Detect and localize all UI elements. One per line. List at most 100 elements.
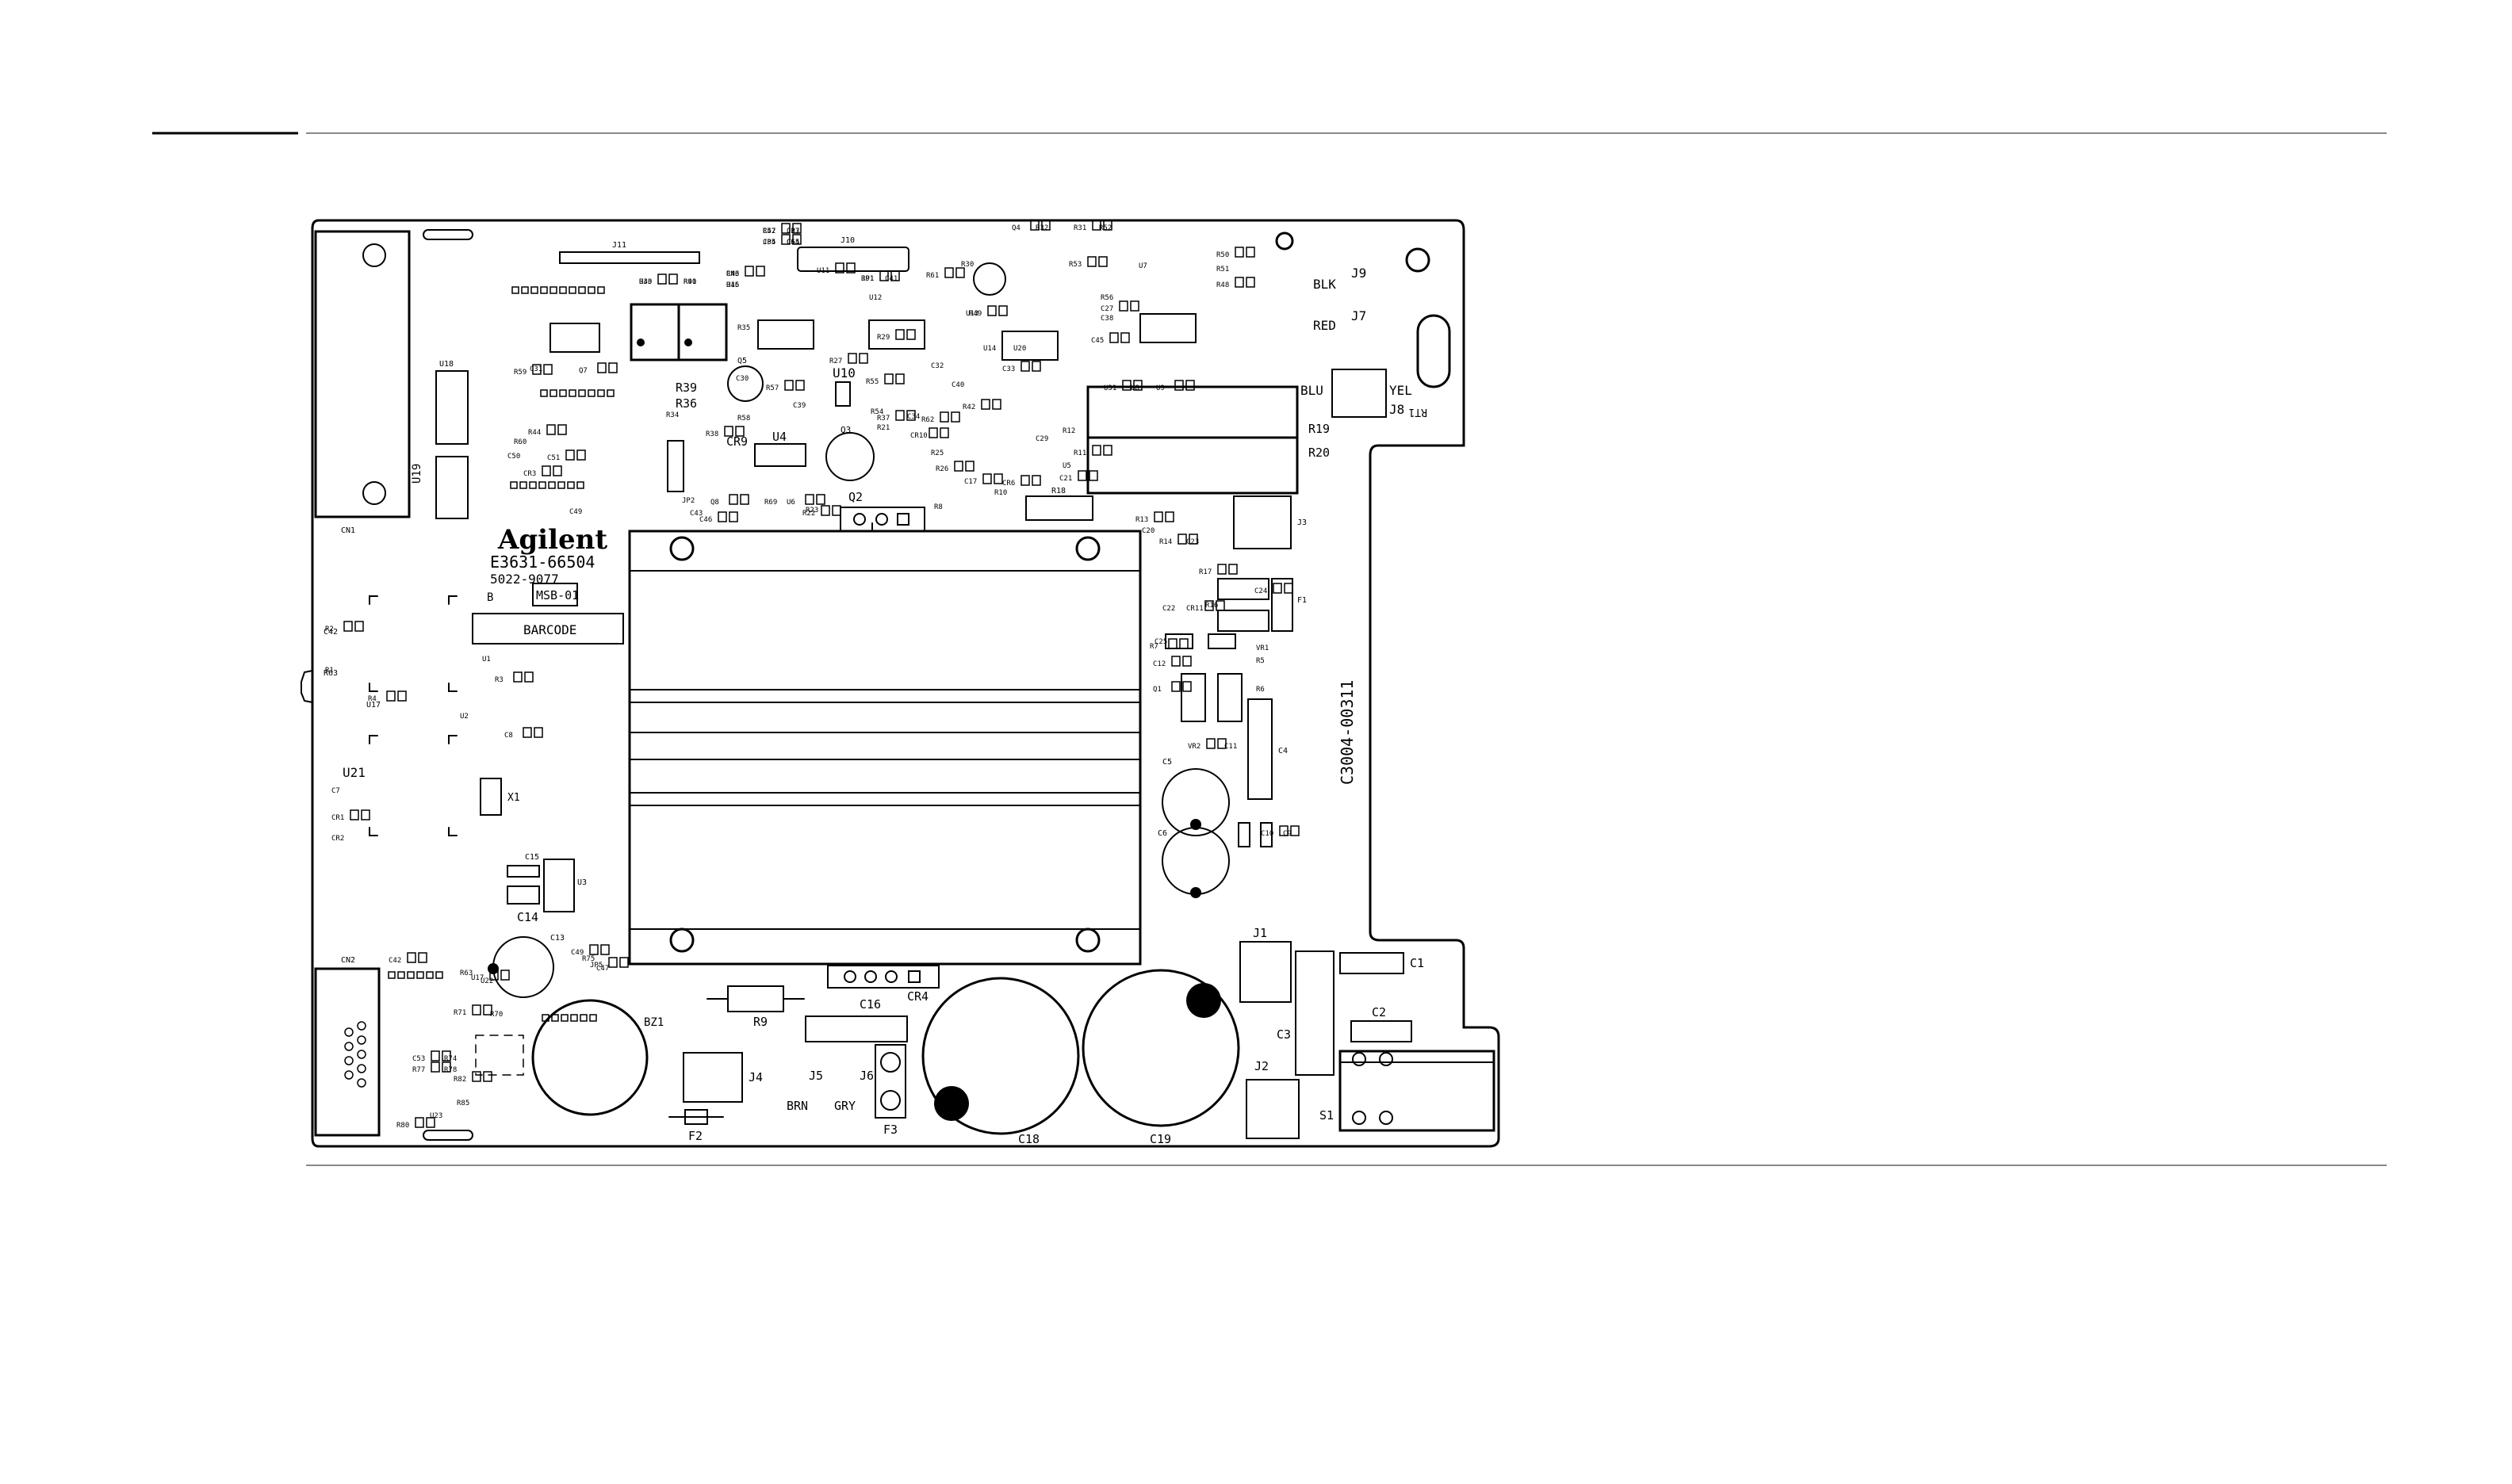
component-ref-label: R75 [582,955,595,963]
cr1-diode [1238,822,1250,847]
component-ref-label: R90 [684,278,696,286]
r19-label: R19 [1308,422,1330,436]
f3-clip [880,1090,901,1111]
u21-label: U21 [343,765,366,780]
smd-pad [821,505,830,516]
j1-label: J1 [1253,926,1267,940]
j2-label: J2 [1254,1059,1269,1073]
component-ref-label: R53 [1069,261,1082,269]
c12-part [1217,578,1269,600]
smd-pad [1089,470,1098,481]
component-ref-label: R60 [514,438,527,446]
board-slot [423,1130,473,1141]
header-pin [551,1014,559,1022]
component-ref-label: U22 [481,977,493,985]
component-ref-label: R74 [444,1055,457,1063]
header-pin [511,286,519,294]
header-pin [589,1014,597,1022]
s1-hole [1352,1052,1366,1066]
smd-pad [1182,681,1192,692]
component-ref-label: R14 [1159,538,1172,546]
smd-pad [1189,534,1198,545]
c42-label: C42 [324,628,338,637]
component-ref-label: R17 [1199,568,1212,576]
smd-pad [418,952,427,963]
smd-pad [1174,380,1184,391]
u2-part [1181,673,1206,722]
smd-pad [483,1071,492,1082]
mounting-hole [1405,247,1430,273]
smd-pad [472,1004,481,1015]
u30-part [630,303,680,361]
component-ref-label: Q4 [1012,224,1020,232]
component-ref-label: R70 [490,1011,503,1019]
header-pin [529,481,537,489]
component-ref-label: U17 [471,974,484,982]
mounting-hole [669,536,695,561]
u10-part [835,381,851,407]
smd-pad [472,1071,481,1082]
header-pin [588,286,595,294]
q5-transistor [727,365,764,402]
cn2-pins [344,1021,366,1088]
j9-label: J9 [1351,266,1366,281]
smd-pad [954,461,963,472]
component-ref-label: R43 [639,278,652,286]
header-pin [538,481,546,489]
component-ref-label: R10 [994,489,1007,497]
r9-resistor [727,985,784,1012]
r20-resistor [1086,436,1299,495]
smd-pad [343,621,353,632]
component-ref-label: R54 [871,408,883,416]
revision: B [487,591,493,604]
component-ref-label: C50 [507,453,520,461]
component-ref-label: C21 [1059,475,1072,483]
x1-label: X1 [507,792,520,804]
smd-pad [1182,656,1192,667]
smd-pad [657,273,667,285]
board-id: C3004-00311 [1338,680,1357,785]
component-ref-label: CR6 [1002,480,1015,488]
r20-label: R20 [1308,446,1330,460]
u4-label: U4 [772,430,787,444]
smd-pad [1032,361,1041,372]
smd-pad [532,364,542,375]
component-ref-label: R11 [1074,449,1086,457]
smd-pad [553,465,562,476]
smd-pad [1092,445,1101,456]
component-ref-label: R25 [931,449,944,457]
u1-part [1217,673,1243,722]
component-ref-label: R51 [1216,266,1229,273]
smd-pad [415,1117,424,1128]
j3-connector [1233,495,1292,549]
component-ref-label: R13 [1135,516,1148,524]
bz1-label: BZ1 [644,1016,664,1029]
q2-pin [853,513,866,526]
q2-transistor [840,507,925,532]
cn1-hole [362,481,386,505]
smd-pad [982,473,992,484]
component-ref-label: U16 [726,281,739,289]
c3-capacitor [1295,950,1334,1076]
component-ref-label: CR3 [523,470,536,478]
component-ref-label: R16 [1205,602,1218,610]
j4-label: J4 [749,1070,763,1084]
smd-pad [1119,300,1128,312]
component-ref-label: CR11 [1186,605,1204,613]
header-pin [388,971,396,979]
component-ref-label: R32 [1036,224,1048,232]
component-ref-label: R46 [726,270,739,278]
c16-label: C16 [860,997,881,1012]
header-pin [548,481,556,489]
smd-pad [718,511,727,522]
j1-connector [1239,941,1292,1003]
u17-label: U17 [366,701,381,709]
r63-label: R63 [324,669,338,678]
smd-pad [832,505,841,516]
x1-crystal [480,778,502,816]
c15-label: C15 [525,853,539,862]
component-ref-label: C22 [1162,605,1175,613]
component-ref-label: U13 [966,310,978,318]
u8-part [1001,331,1059,361]
c14-part [507,885,540,905]
